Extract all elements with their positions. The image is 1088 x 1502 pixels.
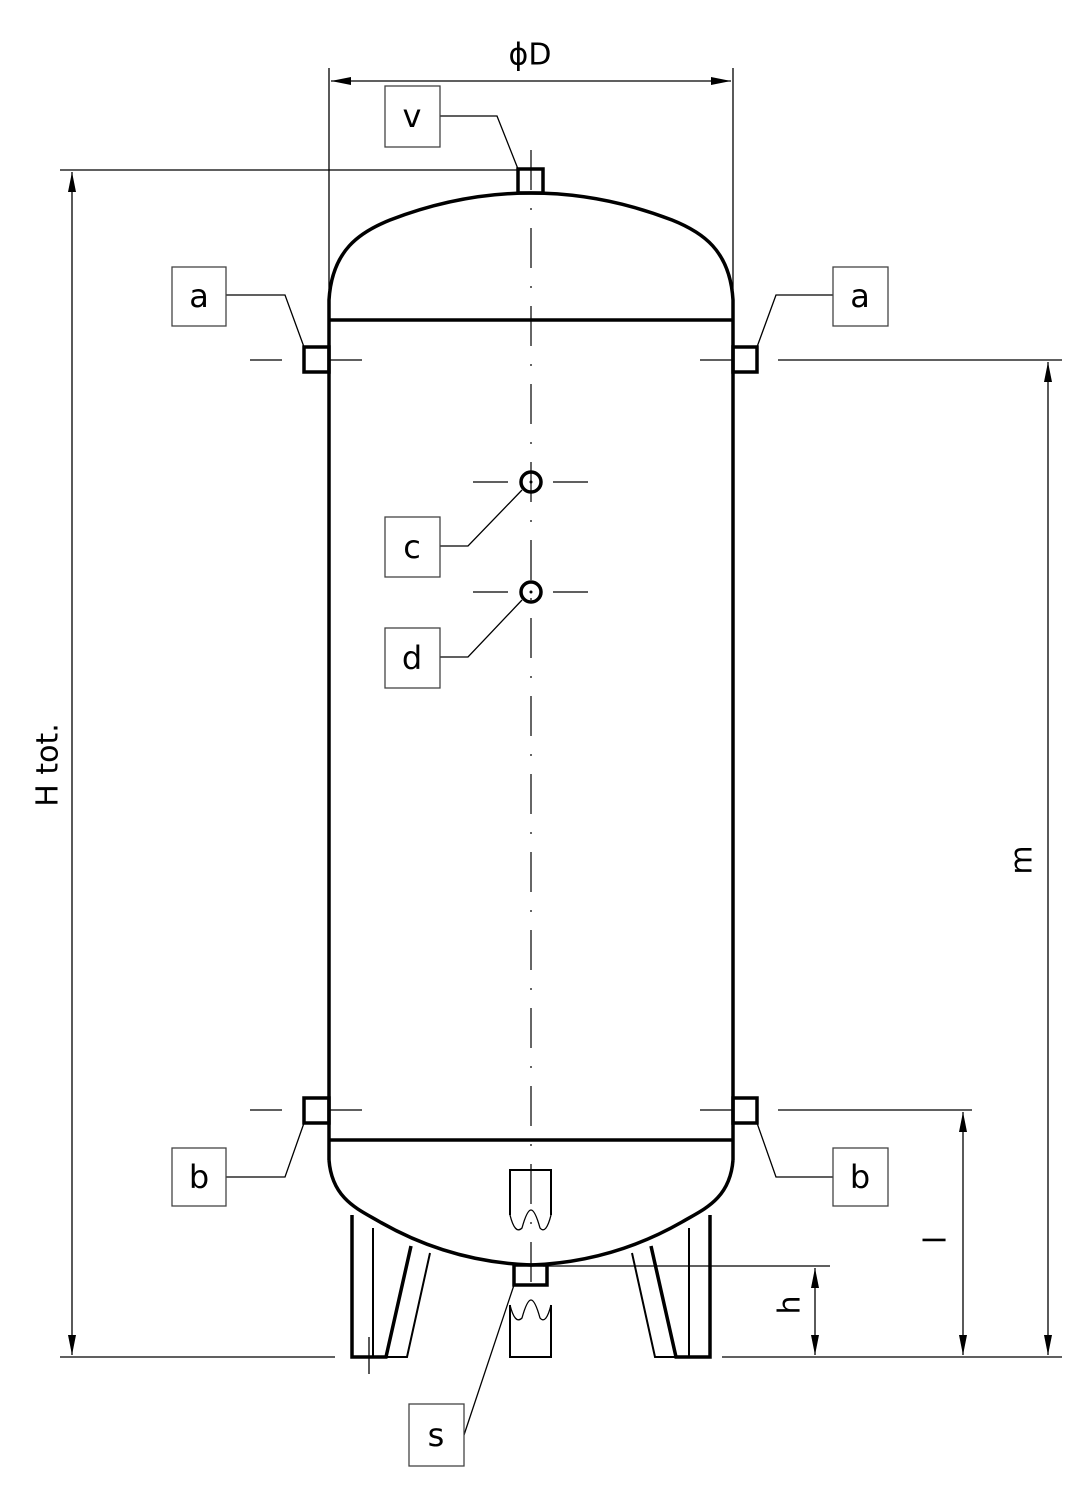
dimension-l: l (919, 1112, 967, 1355)
callout-b-left: b (171, 1122, 305, 1207)
nozzle-b-right (731, 1096, 759, 1125)
nozzle-c (473, 470, 588, 494)
l-label: l (919, 1236, 954, 1244)
h-label: h (773, 1295, 808, 1314)
dimension-total-height: H tot. (31, 169, 518, 1358)
svg-text:v: v (403, 97, 422, 135)
drain-pipe (509, 1169, 552, 1358)
callout-c: c (384, 489, 523, 578)
svg-text:a: a (189, 277, 209, 315)
leg-right (631, 1215, 712, 1359)
svg-text:d: d (402, 639, 422, 677)
callout-d: d (384, 599, 523, 689)
total-height-label: H tot. (31, 723, 66, 807)
callout-s: s (408, 1284, 515, 1467)
svg-text:s: s (428, 1416, 445, 1454)
callout-a-left: a (171, 266, 305, 348)
dimension-h: h (543, 1265, 830, 1355)
svg-text:c: c (403, 528, 421, 566)
callout-v: v (384, 85, 519, 170)
nozzle-b-left (302, 1096, 331, 1125)
svg-text:b: b (850, 1158, 870, 1196)
callout-b-right: b (756, 1122, 889, 1207)
nozzle-a-right (731, 345, 759, 374)
nozzle-a-left (302, 345, 331, 374)
nozzle-d (473, 580, 588, 604)
callout-a-right: a (756, 266, 889, 348)
leg-left (350, 1215, 431, 1374)
nozzle-v (516, 167, 545, 195)
svg-text:b: b (189, 1158, 209, 1196)
svg-text:a: a (850, 277, 870, 315)
m-label: m (1005, 845, 1040, 874)
dimension-diameter: ϕD (328, 38, 734, 290)
nozzle-centerlines (250, 359, 1062, 1111)
diameter-label: ϕD (509, 38, 552, 73)
nozzle-s (512, 1263, 549, 1287)
dimension-m: m (1005, 362, 1052, 1355)
